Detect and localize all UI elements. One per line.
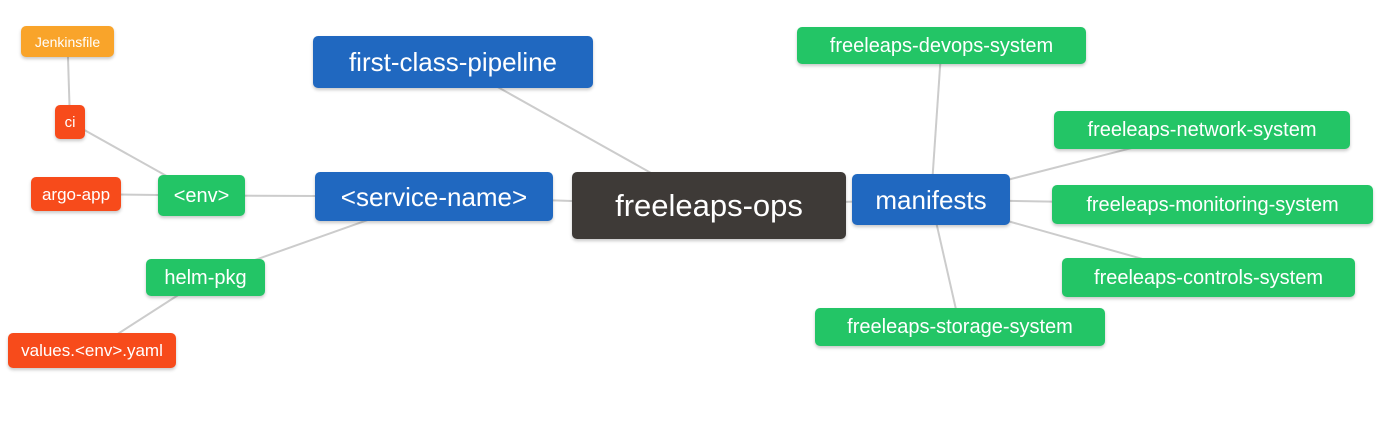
node-label-env: <env> <box>173 184 230 207</box>
mindmap-node-freeleaps-devops-system[interactable]: freeleaps-devops-system <box>797 27 1086 64</box>
node-label-ci: ci <box>64 113 76 131</box>
mindmap-node-ci[interactable]: ci <box>55 105 85 139</box>
edge-manifests-freeleaps-devops-system <box>930 45 943 200</box>
mindmap-node-service-name[interactable]: <service-name> <box>315 172 553 221</box>
node-label-freeleaps-controls-system: freeleaps-controls-system <box>1094 266 1323 289</box>
mindmap-node-first-class-pipeline[interactable]: first-class-pipeline <box>313 36 593 88</box>
mindmap-node-argo-app[interactable]: argo-app <box>31 177 121 211</box>
node-label-argo-app: argo-app <box>41 184 111 204</box>
node-label-first-class-pipeline: first-class-pipeline <box>348 47 558 77</box>
node-label-service-name: <service-name> <box>340 181 528 212</box>
mindmap-node-manifests[interactable]: manifests <box>852 174 1010 225</box>
mindmap-node-values-env-yaml[interactable]: values.<env>.yaml <box>8 333 176 368</box>
mindmap-node-freeleaps-monitoring-system[interactable]: freeleaps-monitoring-system <box>1052 185 1373 224</box>
node-label-freeleaps-ops: freeleaps-ops <box>615 188 803 223</box>
node-label-values-env-yaml: values.<env>.yaml <box>21 341 163 360</box>
mindmap-node-freeleaps-ops[interactable]: freeleaps-ops <box>572 172 846 239</box>
mindmap-node-env[interactable]: <env> <box>158 175 245 216</box>
node-label-manifests: manifests <box>875 184 987 215</box>
node-label-freeleaps-monitoring-system: freeleaps-monitoring-system <box>1086 193 1339 216</box>
node-label-freeleaps-network-system: freeleaps-network-system <box>1087 119 1317 141</box>
mindmap-node-freeleaps-network-system[interactable]: freeleaps-network-system <box>1054 111 1350 149</box>
node-label-helm-pkg: helm-pkg <box>164 266 247 289</box>
mindmap-node-freeleaps-storage-system[interactable]: freeleaps-storage-system <box>815 308 1105 346</box>
node-label-freeleaps-devops-system: freeleaps-devops-system <box>829 34 1054 57</box>
node-label-freeleaps-storage-system: freeleaps-storage-system <box>847 316 1073 338</box>
mindmap-node-jenkinsfile[interactable]: Jenkinsfile <box>21 26 114 57</box>
mindmap-node-helm-pkg[interactable]: helm-pkg <box>146 259 265 296</box>
mindmap-node-freeleaps-controls-system[interactable]: freeleaps-controls-system <box>1062 258 1355 297</box>
node-label-jenkinsfile: Jenkinsfile <box>34 33 101 50</box>
